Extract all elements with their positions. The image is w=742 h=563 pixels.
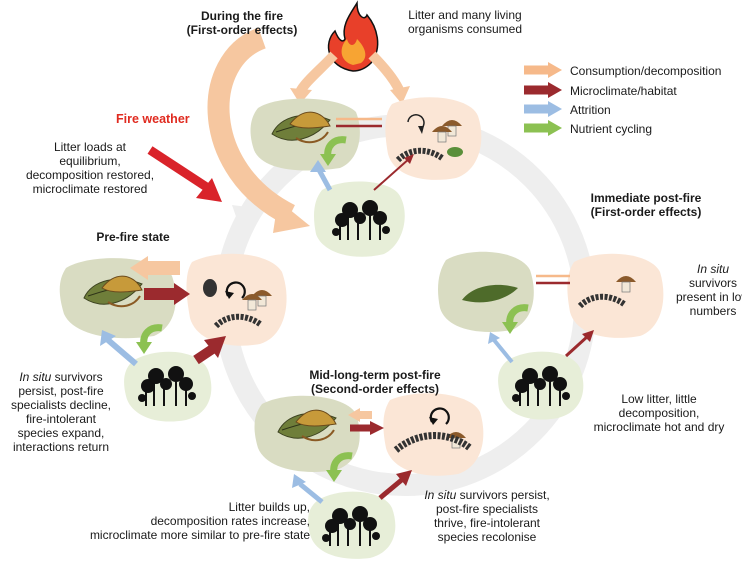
fire-weather-label: Fire weather	[116, 112, 190, 126]
consumption-arrow-big	[207, 27, 296, 225]
midlong-survivors-text: In situ survivors persist, post-fire spe…	[424, 488, 550, 544]
legend-arrows	[524, 62, 562, 136]
fauna-blob-immediate	[567, 253, 664, 338]
prefire-survivors-text: In situ survivors persist, post-fire spe…	[10, 370, 112, 454]
flame-icon	[327, 0, 379, 72]
litter-builds-text: Litter builds up,decomposition rates inc…	[89, 500, 310, 542]
fire-weather-arrow	[147, 146, 211, 192]
immediate-survivors-text: In situ survivors present in low numbers	[675, 262, 742, 318]
heading-midlong-postfire: Mid-long-term post-fire(Second-order eff…	[309, 368, 441, 396]
heading-immediate-postfire: Immediate post-fire(First-order effects)	[590, 191, 702, 219]
heading-prefire: Pre-fire state	[96, 230, 170, 244]
heading-during-fire: During the fire(First-order effects)	[186, 9, 298, 37]
fauna-blob-prefire	[186, 253, 287, 346]
